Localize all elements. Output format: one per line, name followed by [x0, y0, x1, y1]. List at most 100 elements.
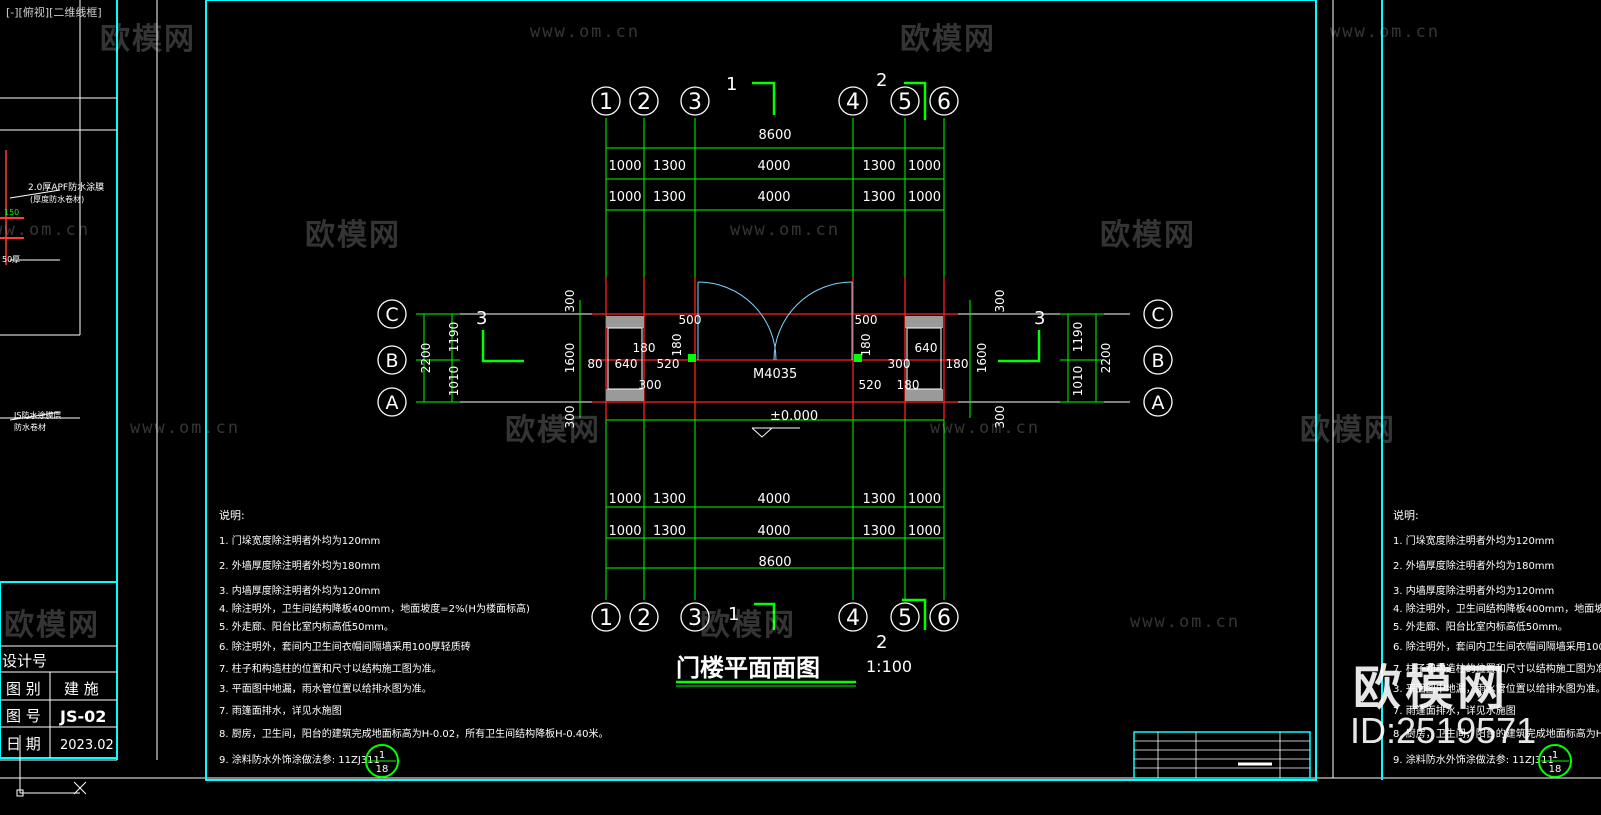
left-note-5: JS防水涂膜层 [13, 410, 61, 420]
dim-text: 1000 [608, 159, 641, 174]
notes-list: 1. 门垛宽度除注明者外均为120mm 2. 外墙厚度除注明者外均为180mm 3.… [219, 534, 609, 766]
note-line: 9. 涂料防水外饰涂做法参: 11ZJ311 [219, 753, 380, 766]
left-note-1: 2.0厚APF防水涂膜 [28, 181, 104, 193]
note-line: 6. 除注明外，套间内卫生间衣帽间隔墙采用100厚轻质砖 [219, 640, 471, 653]
axis-bubble-1-top [591, 86, 621, 116]
watermark-id: ID:2519571 [1350, 710, 1537, 751]
dim-text: 640 [615, 357, 638, 371]
note-line: 7. 柱子和构造柱的位置和尺寸以结构施工图为准。 [219, 662, 442, 675]
drawing-title: 门楼平面面图 [676, 654, 820, 682]
notes-title: 说明: [219, 508, 245, 522]
axis-bubble-6-bottom [929, 602, 959, 632]
note-line: 9. 涂料防水外饰涂做法参: 11ZJ311 [1393, 753, 1554, 766]
detail-ref-bubble: 1 18 [365, 744, 399, 778]
dim-text: 300 [888, 357, 911, 371]
dim-right-mid: 1600 [975, 343, 989, 374]
dim-text: 4000 [757, 190, 790, 205]
axis-label-2: 2 [637, 90, 651, 115]
dim-text: 1300 [653, 190, 686, 205]
detail-ref-num-right: 1 [1552, 750, 1558, 761]
note-line: 3. 平面图中地漏，雨水管位置以给排水图为准。 [219, 682, 432, 695]
axis-label-6: 6 [937, 90, 951, 115]
dim-text: 520 [859, 378, 882, 392]
dim-text: 1300 [862, 159, 895, 174]
section-mark-1-top: 1 [726, 74, 737, 95]
dim-text: 1300 [653, 524, 686, 539]
axis-bubble-B-left [377, 345, 407, 375]
dim-left-300-bottom: 300 [563, 406, 577, 429]
wall-lines [420, 313, 1130, 403]
note-line: 4. 除注明外，卫生间结构降板400mm，地面坡度=2%(H为楼面标高) [219, 602, 530, 615]
note-line: 7. 雨篷面排水，详见水施图 [1393, 704, 1516, 717]
dim-left-lower: 1010 [447, 366, 461, 397]
axis-label-3: 3 [688, 606, 702, 631]
watermark-url: www.om.cn [130, 418, 241, 438]
watermark-logo: 欧模网 [700, 608, 796, 643]
axis-bubble-3-bottom [680, 602, 710, 632]
note-line: 2. 外墙厚度除注明者外均为180mm [219, 559, 380, 572]
dim-right-180-vertical: 180 [859, 334, 873, 357]
axis-bubble-5-bottom [890, 602, 920, 632]
axis-label-4: 4 [846, 90, 860, 115]
dim-left-300-top: 300 [563, 290, 577, 313]
dim-text: 1300 [653, 159, 686, 174]
dim-text: 500 [855, 313, 878, 327]
watermark-url: www.om.cn [530, 22, 641, 42]
elevation-label: ±0.000 [770, 409, 818, 424]
section-mark-3-left: 3 [476, 308, 487, 329]
dim-text: 4000 [757, 159, 790, 174]
dim-left-total: 2200 [419, 343, 433, 374]
dim-text: 1000 [908, 159, 941, 174]
watermark-url: www.om.cn [930, 418, 1041, 438]
door-swing [697, 281, 853, 361]
watermark-url: www.om.cn [1130, 612, 1241, 632]
elevation-marker [751, 427, 800, 438]
axis-bubble-5-top [890, 86, 920, 116]
dim-text: 1000 [608, 524, 641, 539]
axis-bubble-3-top [680, 86, 710, 116]
axis-bubble-4-top [838, 86, 868, 116]
note-line: 1. 门垛宽度除注明者外均为120mm [219, 534, 380, 547]
title-block: 设计号 图 别 建 施 图 号 JS-02 日 期 2023.02 [0, 581, 118, 759]
left-panel-drawing: 2.0厚APF防水涂膜 (厚度防水卷材) 150 50厚 JS防水涂膜层 防水卷… [0, 0, 117, 432]
left-note-2: (厚度防水卷材) [30, 194, 84, 204]
dim-text: 500 [679, 313, 702, 327]
category-label: 图 别 [6, 680, 41, 698]
detail-ref-num: 1 [379, 750, 385, 761]
viewport-title[interactable]: [-][俯视][二维线框] [6, 6, 102, 19]
dim-right-300-top: 300 [993, 290, 1007, 313]
dim-text: 520 [657, 357, 680, 371]
axis-bubble-C-left [377, 299, 407, 329]
dim-right-lower: 1010 [1071, 366, 1085, 397]
axis-bubble-B-right [1143, 345, 1173, 375]
dim-text: 1000 [608, 492, 641, 507]
axis-label-3: 3 [688, 90, 702, 115]
dim-text: 1000 [608, 190, 641, 205]
dim-text: 180 [633, 341, 656, 355]
axis-label-B: B [1151, 350, 1164, 372]
watermark-url: www.om.cn [0, 220, 91, 240]
watermark-logo: 欧模网 [305, 218, 401, 253]
detail-ref-sheet: 18 [376, 764, 389, 775]
dim-text: 1000 [908, 190, 941, 205]
notes-title-right: 说明: [1393, 508, 1419, 522]
dim-text: 180 [946, 357, 969, 371]
axis-label-C: C [1151, 304, 1164, 326]
left-note-6: 防水卷材 [14, 422, 46, 432]
note-line: 8. 厨房，卫生间，阳台的建筑完成地面标高为H-0.0 [1393, 727, 1601, 740]
axis-label-B: B [385, 350, 398, 372]
axis-bubble-A-left [377, 387, 407, 417]
note-line: 2. 外墙厚度除注明者外均为180mm [1393, 559, 1554, 572]
dim-text: 1000 [908, 524, 941, 539]
note-line: 5. 外走廊、阳台比室内标高低50mm。 [1393, 620, 1568, 633]
door-jamb-right [854, 354, 862, 362]
axis-bubble-A-right [1143, 387, 1173, 417]
axis-label-A: A [386, 392, 399, 414]
axis-bubble-2-top [629, 86, 659, 116]
note-line: 7. 柱子和构造柱的位置和尺寸以结构施工图为准。 [1393, 662, 1601, 675]
section-mark-2-bottom: 2 [876, 632, 887, 653]
drawing-scale: 1:100 [866, 657, 912, 676]
dim-right-upper: 1190 [1071, 322, 1085, 353]
door-jamb-left [688, 354, 696, 362]
